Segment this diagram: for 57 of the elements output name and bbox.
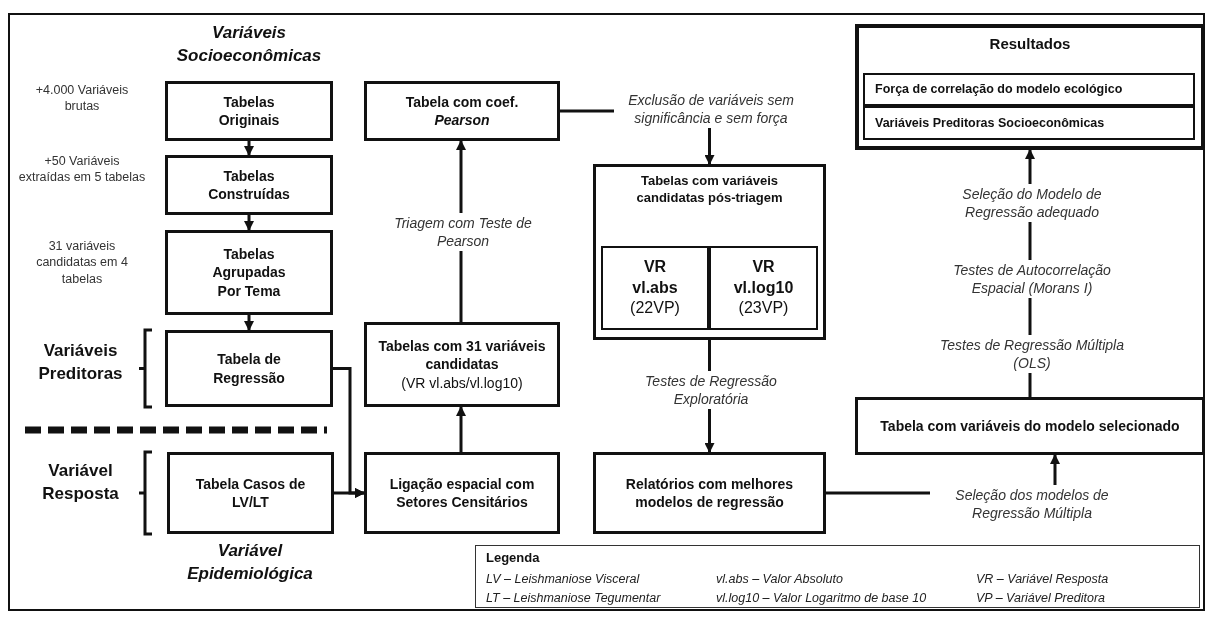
box-text: (23VP) — [738, 298, 789, 319]
legend-entry: vl.abs – Valor Absoluto — [716, 570, 844, 588]
process-box — [364, 452, 560, 534]
group-heading: Variáveis Socioeconômicas — [175, 22, 323, 67]
process-box — [593, 164, 826, 340]
process-box — [165, 81, 333, 141]
process-box — [863, 73, 1195, 106]
box-text: Tabelas com 31 variáveis candidatas — [377, 337, 547, 374]
box-text: Variáveis Preditoras Socioeconômicas — [875, 114, 1105, 132]
box-heading: Tabelas com variáveis candidatas pós-triagem — [635, 173, 784, 207]
arrow — [456, 406, 466, 452]
box-text: Relatórios com melhores modelos de regressão — [624, 474, 795, 512]
process-box — [601, 246, 709, 330]
box-text: Tabela com variáveis do modelo selecionado — [880, 416, 1180, 436]
box-text: Tabela de Regressão — [212, 350, 286, 387]
process-box — [167, 452, 334, 534]
box-text: Ligação espacial com Setores Censitários — [388, 474, 536, 512]
process-box — [165, 230, 333, 315]
process-box — [855, 24, 1205, 150]
legend-entry: LV – Leishmaniose Visceral — [486, 570, 641, 588]
box-text: (VR vl.abs/vl.log10) — [401, 373, 523, 392]
box-text: vl.abs — [632, 277, 678, 298]
box-text: Tabelas Originais — [217, 92, 281, 130]
process-box — [709, 246, 818, 330]
box-text: vl.log10 — [733, 277, 794, 298]
arrow — [244, 141, 254, 156]
box-heading: Resultados — [989, 34, 1071, 54]
side-note: +4.000 Variáveis brutas — [34, 82, 130, 115]
box-text: Tabela Casos de LV/LT — [194, 474, 307, 512]
arrow — [244, 215, 254, 231]
group-label: Variável Resposta — [41, 460, 120, 505]
legend-entry: VP – Variável Preditora — [976, 589, 1106, 607]
legend-entry: VR – Variável Resposta — [976, 570, 1110, 588]
legend-entry: LT – Leishmaniose Tegumentar — [486, 589, 662, 607]
process-box — [165, 155, 333, 215]
process-box — [364, 322, 560, 407]
side-note: +50 Variáveis extraídas em 5 tabelas — [17, 153, 147, 186]
side-note: 31 variáveis candidatas em 4 tabelas — [35, 238, 129, 287]
process-box — [593, 452, 826, 534]
box-text: Tabelas Agrupadas Por Tema — [211, 245, 287, 300]
box-text: VR — [643, 256, 667, 277]
process-box — [165, 330, 333, 407]
legend-box — [475, 545, 1200, 608]
box-text: (22VP) — [630, 298, 680, 319]
process-box — [863, 106, 1195, 140]
box-text: Tabelas Construídas — [207, 166, 291, 204]
legend-title: Legenda — [486, 550, 541, 567]
box-text: Força de correlação do modelo ecológico — [875, 81, 1123, 98]
process-box — [855, 397, 1205, 455]
arrow — [244, 315, 254, 331]
group-label: Variáveis Preditoras — [37, 340, 124, 385]
box-text: Tabela com coef. Pearson — [404, 92, 520, 130]
group-heading: Variável Epidemiológica — [186, 540, 314, 585]
process-box — [364, 81, 560, 141]
box-text: VR — [752, 256, 775, 277]
legend-entry: vl.log10 – Valor Logaritmo de base 10 — [716, 589, 928, 607]
arrow — [334, 488, 365, 498]
